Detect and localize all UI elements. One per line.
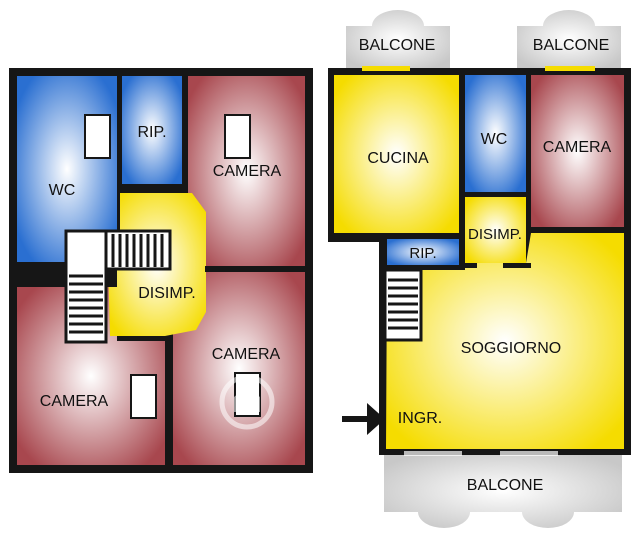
- casa-it-watermark: [219, 374, 275, 430]
- balcony-top-left: [346, 10, 450, 68]
- room-disimp-right: [465, 197, 526, 263]
- label-cucina: CUCINA: [367, 150, 429, 167]
- label-disimp-right: DISIMP.: [468, 226, 522, 243]
- label-rip-right: RIP.: [409, 245, 436, 262]
- label-soggiorno: SOGGIORNO: [461, 340, 561, 357]
- wall: [117, 76, 122, 186]
- label-rip-left: RIP.: [137, 124, 166, 141]
- window: [404, 451, 462, 456]
- label-wc-right: WC: [481, 131, 508, 148]
- window: [500, 451, 558, 456]
- wall: [465, 192, 475, 197]
- wall: [166, 184, 188, 189]
- wall: [334, 233, 459, 239]
- window: [362, 66, 410, 71]
- wall: [117, 336, 165, 341]
- wall: [122, 184, 152, 189]
- label-ingr: INGR.: [398, 410, 442, 427]
- label-balcone-top-right: BALCONE: [533, 37, 609, 54]
- entrance-arrow-icon: [342, 403, 385, 435]
- room-camera-right: [531, 75, 624, 227]
- label-camera-bottom-right: CAMERA: [212, 346, 281, 363]
- wall: [465, 263, 477, 268]
- label-camera-bottom-left: CAMERA: [40, 393, 109, 410]
- label-balcone-bottom: BALCONE: [467, 477, 543, 494]
- staircase-right: [383, 268, 423, 342]
- window: [224, 114, 251, 159]
- left-floor: WC RIP. CAMERA DISIMP. CAMERA CAMERA: [9, 68, 313, 473]
- wall: [205, 266, 305, 272]
- room-soggiorno: [386, 233, 624, 449]
- window: [130, 374, 157, 419]
- wall: [459, 233, 465, 270]
- label-wc-left: WC: [49, 182, 76, 199]
- window: [84, 114, 111, 159]
- room-rip-right: [387, 239, 459, 265]
- label-camera-top-left: CAMERA: [213, 163, 282, 180]
- right-floor: BALCONE BALCONE CUCINA WC CAMERA DISIMP.…: [328, 10, 631, 528]
- label-disimp-left: DISIMP.: [138, 285, 196, 302]
- window: [545, 66, 595, 71]
- label-balcone-top-left: BALCONE: [359, 37, 435, 54]
- wall: [381, 265, 465, 270]
- label-camera-right: CAMERA: [543, 139, 612, 156]
- balcony-bottom: [384, 454, 622, 528]
- balcony-top-right: [517, 10, 621, 68]
- wall: [526, 75, 531, 233]
- room-camera-top-left: [188, 76, 305, 266]
- wall: [531, 227, 624, 233]
- room-rip-left: [122, 76, 182, 184]
- wall: [503, 263, 531, 268]
- wall: [165, 336, 173, 465]
- room-wc-right: [465, 75, 526, 192]
- casa-it-logo-icon: [219, 374, 275, 430]
- staircase-left: [64, 229, 172, 344]
- wall: [182, 76, 188, 186]
- wall: [459, 75, 465, 230]
- room-cucina: [334, 75, 459, 233]
- wall: [514, 192, 526, 197]
